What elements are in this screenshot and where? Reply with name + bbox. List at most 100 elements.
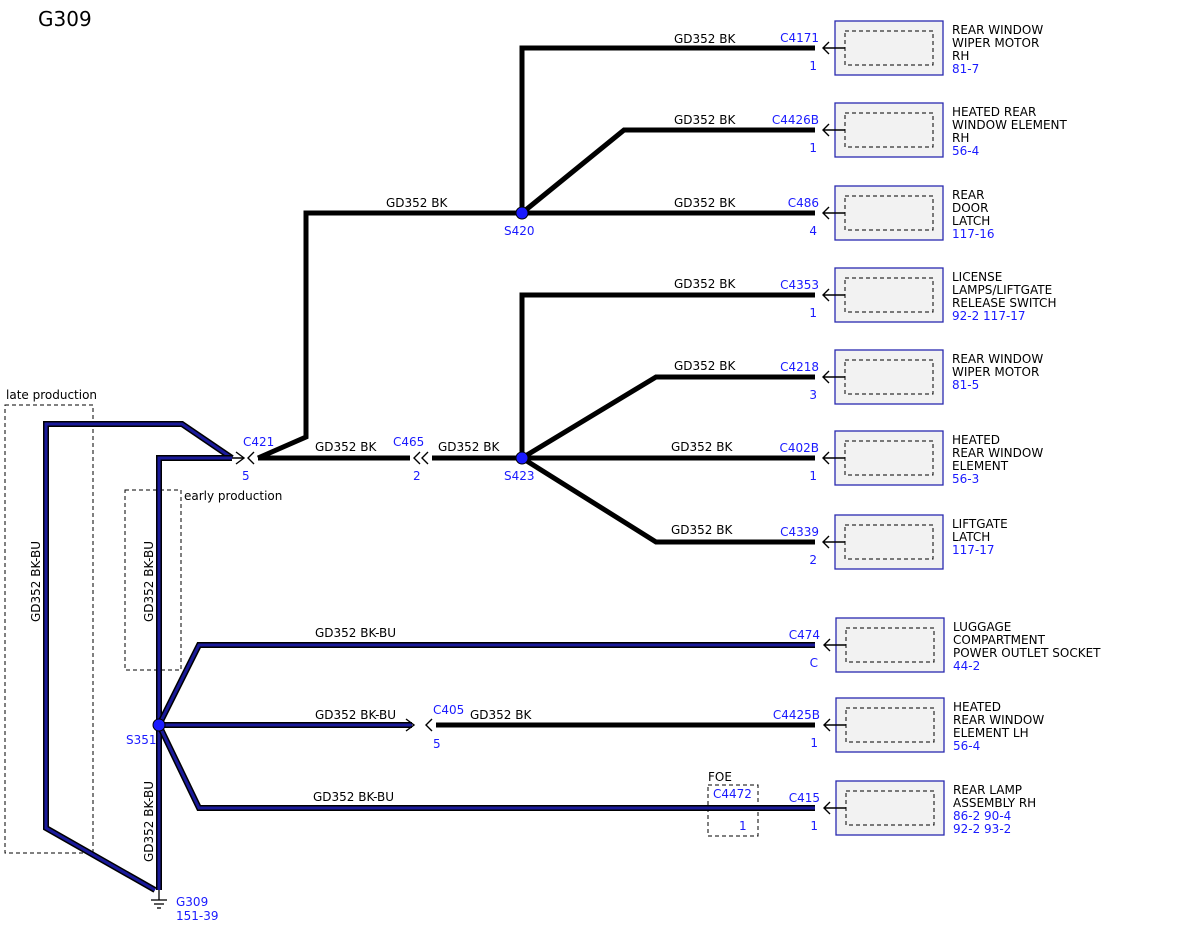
component-name-line: RH [952, 49, 969, 63]
component-name-line: REAR LAMP [953, 783, 1022, 797]
component-name-line: WIPER MOTOR [952, 365, 1039, 379]
foe-label: FOE [708, 770, 732, 784]
wire-label: GD352 BK [674, 196, 736, 210]
component-name-line: LICENSE [952, 270, 1002, 284]
connector-pin: 1 [809, 59, 817, 73]
wire-label: GD352 BK [671, 523, 733, 537]
late-production-zone [4, 404, 94, 854]
component-name-line: LUGGAGE [953, 620, 1011, 634]
component-name-line: REAR WINDOW [953, 713, 1044, 727]
connector-arrow [823, 718, 846, 732]
connector-id: C486 [788, 196, 819, 210]
component-name-line: RH [952, 131, 969, 145]
component-box [834, 102, 944, 158]
connector-pin: 1 [809, 141, 817, 155]
connector-pin: 3 [809, 388, 817, 402]
component-ref: 92-2 117-17 [952, 309, 1026, 323]
component-name-line: LATCH [952, 530, 990, 544]
connector-arrow [822, 451, 845, 465]
connector-arrow [822, 123, 845, 137]
connector-arrow [822, 370, 845, 384]
connector-id: C4218 [780, 360, 819, 374]
connector-arrow [823, 801, 846, 815]
wire-label-vertical: GD352 BK-BU [142, 541, 156, 622]
early-production-label: early production [184, 489, 282, 503]
connector-pin: 2 [809, 553, 817, 567]
component-ref: 56-3 [952, 472, 979, 486]
component-ref: 86-2 90-4 [953, 809, 1011, 823]
wire-label: GD352 BK [674, 113, 736, 127]
component-name-line: ELEMENT [952, 459, 1009, 473]
wire-label: GD352 BK [671, 440, 733, 454]
wire-label: GD352 BK [674, 359, 736, 373]
component-box [834, 20, 944, 76]
connector-id: C4353 [780, 278, 819, 292]
connector-arrow [823, 638, 846, 652]
early-production-zone [124, 489, 182, 671]
c465-pin: 2 [413, 469, 421, 483]
component-name-line: REAR WINDOW [952, 446, 1043, 460]
component-box [835, 617, 945, 673]
wire-label: GD352 BK [438, 440, 500, 454]
wire-label: GD352 BK [674, 277, 736, 291]
component-ref: 92-2 93-2 [953, 822, 1011, 836]
c405-label: C405 [433, 703, 464, 717]
component-box [834, 349, 944, 405]
connector-id: C4425B [773, 708, 820, 722]
connector-id: C474 [789, 628, 820, 642]
connector-pin: 1 [809, 306, 817, 320]
wire-label-vertical: GD352 BK-BU [29, 541, 43, 622]
connector-pin: C [810, 656, 818, 670]
c4472-label: C4472 [713, 787, 752, 801]
wire-label: GD352 BK [674, 32, 736, 46]
component-box [834, 267, 944, 323]
component-name-line: LATCH [952, 214, 990, 228]
component-ref: 117-17 [952, 543, 995, 557]
c465-label: C465 [393, 435, 424, 449]
inline-connector-marks [232, 451, 433, 732]
component-ref: 56-4 [952, 144, 979, 158]
connector-id: C4171 [780, 31, 819, 45]
connector-id: C415 [789, 791, 820, 805]
component-name-line: HEATED [953, 700, 1001, 714]
component-name-line: COMPARTMENT [953, 633, 1046, 647]
connector-pin: 1 [810, 819, 818, 833]
bkbu-wires [43, 421, 815, 893]
connector-id: C4339 [780, 525, 819, 539]
component-name-line: HEATED REAR [952, 105, 1036, 119]
connector-arrow [822, 206, 845, 220]
connector-arrow [822, 288, 845, 302]
c4472-pin: 1 [739, 819, 747, 833]
component-ref: 56-4 [953, 739, 980, 753]
wire-label: GD352 BK [315, 440, 377, 454]
ground-id: G309 [176, 895, 208, 909]
wire-label: GD352 BK-BU [315, 708, 396, 722]
component-name-line: LIFTGATE [952, 517, 1008, 531]
component-box [834, 185, 944, 241]
component-name-line: ELEMENT LH [953, 726, 1029, 740]
wire-label: GD352 BK [470, 708, 532, 722]
component-ref: 81-7 [952, 62, 979, 76]
c421-pin: 5 [242, 469, 250, 483]
splice-s351 [152, 718, 166, 732]
component-ref: 81-5 [952, 378, 979, 392]
c421-label: C421 [243, 435, 274, 449]
component-ref: 44-2 [953, 659, 980, 673]
component-name-line: WIPER MOTOR [952, 36, 1039, 50]
splice-s420 [515, 206, 529, 220]
splice-s423 [515, 451, 529, 465]
component-box [834, 514, 944, 570]
late-production-label: late production [6, 388, 97, 402]
splice-s351-label: S351 [126, 733, 157, 747]
connector-id: C4426B [772, 113, 819, 127]
splice-s420-label: S420 [504, 224, 535, 238]
connector-pin: 1 [810, 736, 818, 750]
